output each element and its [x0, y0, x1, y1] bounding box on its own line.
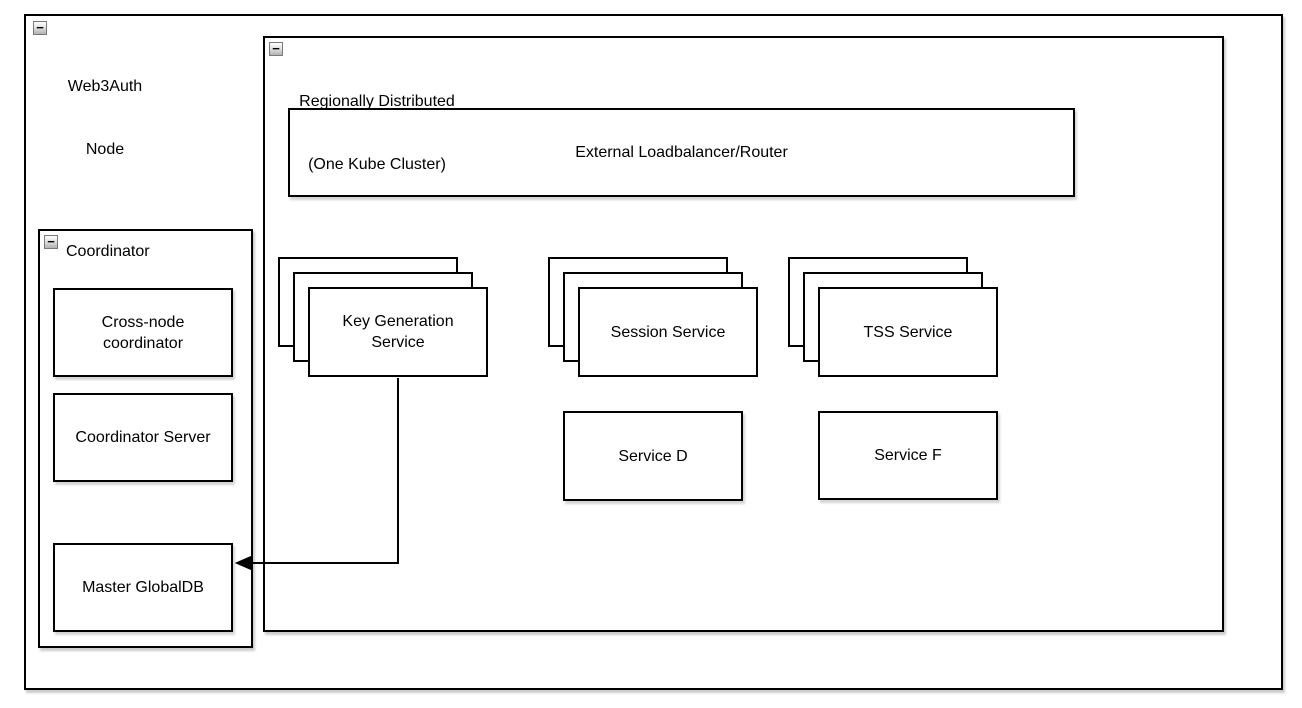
regionally-distributed-label-line1: Regionally Distributed	[299, 93, 455, 110]
key-generation-service-label: Key Generation Service	[342, 313, 454, 351]
regionally-distributed-label-line2: (One Kube Cluster)	[308, 156, 446, 173]
cross-node-coordinator-box: Cross-node coordinator	[53, 288, 233, 377]
service-d-label: Service D	[618, 447, 688, 465]
external-loadbalancer-box: External Loadbalancer/Router	[288, 108, 1075, 197]
tss-service-stack: TSS Service	[788, 257, 998, 377]
web3auth-node-label-line1: Web3Auth	[67, 78, 143, 95]
web3auth-node-label-line2: Node	[85, 141, 125, 158]
collapse-icon[interactable]: −	[44, 235, 58, 249]
stack-layer-front: Session Service	[578, 287, 758, 377]
master-globaldb-box: Master GlobalDB	[53, 543, 233, 632]
service-f-box: Service F	[818, 411, 998, 500]
collapse-icon[interactable]: −	[33, 21, 47, 35]
collapse-icon[interactable]: −	[269, 42, 283, 56]
web3auth-node-label: Web3Auth Node	[40, 34, 170, 202]
service-f-label: Service F	[874, 447, 942, 464]
master-globaldb-label: Master GlobalDB	[82, 579, 204, 596]
coordinator-label: Coordinator	[66, 243, 150, 260]
session-service-label: Session Service	[610, 323, 726, 341]
service-d-box: Service D	[563, 411, 743, 501]
cross-node-coordinator-label: Cross-node coordinator	[101, 313, 185, 352]
stack-layer-front: TSS Service	[818, 287, 998, 377]
stack-layer-front: Key Generation Service	[308, 287, 488, 377]
external-loadbalancer-label: External Loadbalancer/Router	[575, 144, 788, 161]
regionally-distributed-label: Regionally Distributed (One Kube Cluster…	[288, 49, 466, 217]
session-service-stack: Session Service	[548, 257, 758, 377]
coordinator-server-label: Coordinator Server	[75, 429, 211, 446]
key-generation-service-stack: Key Generation Service	[278, 257, 488, 377]
tss-service-label: TSS Service	[863, 323, 953, 341]
coordinator-server-box: Coordinator Server	[53, 393, 233, 482]
